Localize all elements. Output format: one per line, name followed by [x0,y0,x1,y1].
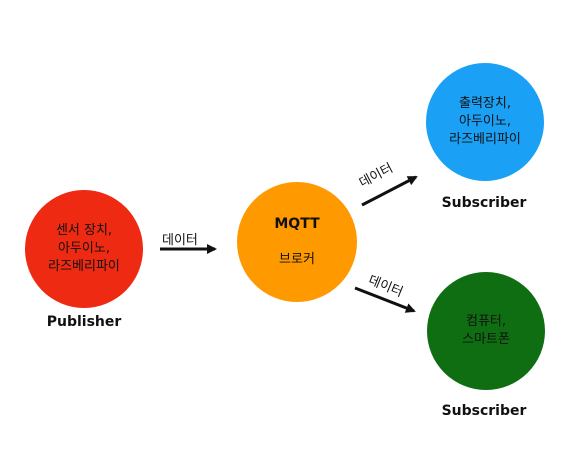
broker-subtitle: 브로커 [279,252,315,267]
broker-title: MQTT [274,216,320,232]
edge-label-publisher-to-broker: 데이터 [162,233,198,248]
arrow-broker-to-subscriber-bottom [354,286,416,313]
publisher-role-label: Publisher [46,314,122,330]
subscriber-bottom-node-text: 컴퓨터, 스마트폰 [462,314,510,347]
subscriber-top-node-text: 출력장치, 아두이노, 라즈베리파이 [449,96,521,147]
publisher-node: 센서 장치, 아두이노, 라즈베리파이 [25,190,143,308]
broker-node: MQTT 브로커 [237,182,357,302]
subscriber-top-role-label: Subscriber [441,195,527,211]
publisher-node-text: 센서 장치, 아두이노, 라즈베리파이 [48,223,120,274]
subscriber-top-node: 출력장치, 아두이노, 라즈베리파이 [426,63,544,181]
arrow-broker-to-subscriber-top [361,175,418,207]
subscriber-bottom-node: 컴퓨터, 스마트폰 [427,272,545,390]
subscriber-bottom-role-label: Subscriber [441,403,527,419]
